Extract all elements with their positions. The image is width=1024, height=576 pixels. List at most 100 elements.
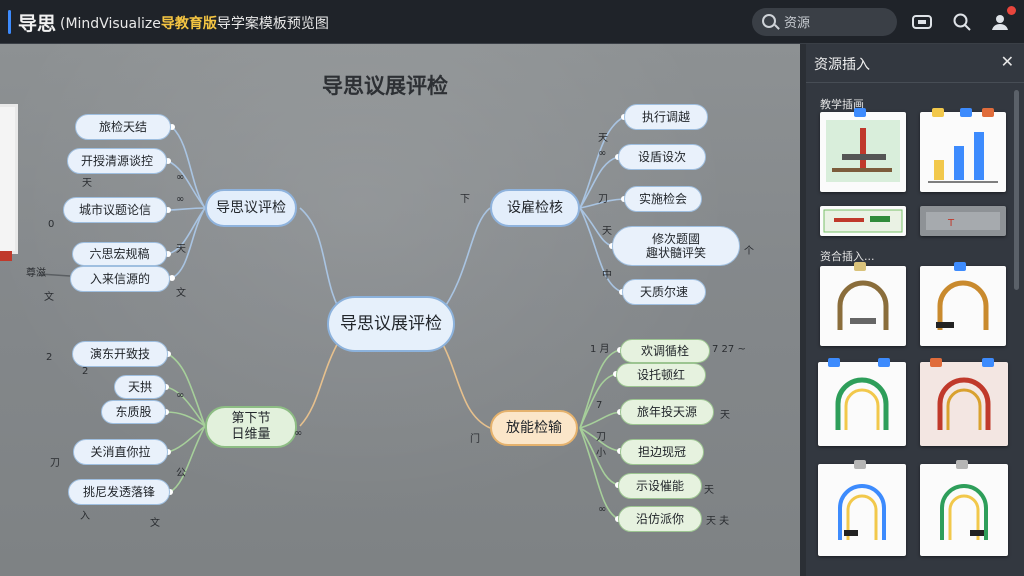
leaf-node[interactable]: 关消直你拉: [73, 439, 168, 465]
annotation: ∞: [176, 390, 185, 401]
arch-illustration-icon: [937, 377, 991, 430]
link-b0-l2: [167, 207, 206, 211]
link-b3-l3: [579, 427, 621, 452]
link-b2-l2: [165, 411, 206, 427]
link-b2-l1: [165, 386, 206, 427]
branch-node-1[interactable]: 设雇检核: [490, 189, 580, 227]
easel-decoration: [0, 104, 18, 261]
search-input[interactable]: [782, 12, 891, 34]
leaf-node[interactable]: 执行调越: [624, 104, 708, 130]
section-label-illustrations: 教学插画: [820, 98, 864, 111]
notification-badge: [1007, 6, 1016, 15]
leaf-node[interactable]: 担边现冠: [620, 439, 704, 465]
leaf-node[interactable]: 天质尔速: [622, 279, 706, 305]
resource-card-2[interactable]: [820, 206, 906, 236]
leaf-node[interactable]: 入来信源的: [70, 266, 170, 292]
user-notification-icon[interactable]: [988, 6, 1016, 34]
leaf-node[interactable]: 开授清源谈控: [67, 148, 167, 174]
resource-card-4[interactable]: [820, 262, 906, 346]
link-b3-l0: [579, 349, 621, 429]
annotation: 刀: [596, 432, 606, 443]
center-node[interactable]: 导思议展评检: [327, 296, 455, 352]
resource-card-6[interactable]: [818, 358, 906, 446]
arch-illustration-icon: [936, 280, 989, 330]
resource-card-9[interactable]: [920, 460, 1008, 556]
link-b1-l0: [579, 116, 625, 209]
leaf-node[interactable]: 欢调循栓: [620, 339, 710, 363]
doc-title-prefix: (MindVisualize: [60, 16, 161, 32]
link-b0-l1: [167, 160, 206, 209]
tool-illustration-icon: T: [926, 212, 1000, 230]
leaf-node[interactable]: 六思宏规稿: [72, 242, 167, 266]
annotation: 天: [598, 133, 608, 144]
link-b0-l4: [171, 207, 206, 279]
leaf-node[interactable]: 旅检天结: [75, 114, 171, 140]
leaf-node[interactable]: 实施检会: [624, 186, 702, 212]
close-icon[interactable]: ✕: [1000, 52, 1014, 71]
resource-card-3[interactable]: T: [920, 206, 1006, 236]
annotation: 中: [602, 270, 612, 281]
leaf-node[interactable]: 挑尼发透落锋: [68, 479, 170, 505]
leaf-node[interactable]: 演东开致技: [72, 341, 168, 367]
app-title: 导思: [18, 13, 57, 35]
annotation: 2: [82, 366, 89, 377]
annotation: 7 27 ~: [712, 344, 746, 355]
present-icon[interactable]: [910, 10, 934, 34]
branch-node-0[interactable]: 导思议评检: [205, 189, 297, 227]
link-b1-l1: [579, 156, 619, 209]
link-center-b2: [299, 338, 341, 427]
resource-card-8[interactable]: [818, 460, 906, 556]
leaf-node[interactable]: 修次题國 趣状髓评笑: [612, 226, 740, 266]
section-label-compound: 资合插入...: [820, 250, 875, 263]
leaf-node[interactable]: 设托顿红: [616, 363, 706, 387]
leaf-node[interactable]: 天拱: [114, 375, 166, 399]
search-icon: [762, 14, 776, 28]
link-b0-l0: [171, 126, 206, 209]
resource-card-5[interactable]: [920, 262, 1006, 346]
leaf-node[interactable]: 设盾设次: [618, 144, 706, 170]
arch-illustration-icon: [940, 484, 988, 540]
leaf-node[interactable]: 东质股: [101, 400, 166, 424]
annotation: 小: [596, 448, 606, 459]
link-b1-l3: [579, 207, 613, 247]
panel-header: 资源插入 ✕: [806, 44, 1024, 83]
top-bar: 导思 (MindVisualize导教育版导学案模板预览图: [0, 0, 1024, 44]
mindmap-canvas[interactable]: 导思议展评检: [0, 44, 800, 576]
branch-node-2[interactable]: 第下节 日维量: [205, 406, 297, 448]
svg-text:T: T: [947, 218, 955, 229]
strip-illustration-icon: [823, 209, 903, 233]
resource-card-1[interactable]: [920, 108, 1006, 192]
arch-illustration-icon: [837, 280, 889, 330]
link-tick-left: [39, 273, 71, 277]
doc-title-suffix: 导学案模板预览图: [216, 16, 329, 32]
search-box[interactable]: [752, 8, 897, 36]
link-b3-l4: [579, 427, 619, 486]
annotation: 0: [48, 219, 55, 230]
chart-illustration-icon: [826, 120, 900, 182]
search-icon[interactable]: [950, 10, 974, 34]
annotation: ∞: [598, 504, 607, 515]
annotation: 下: [460, 194, 470, 205]
annotation: 天: [704, 485, 714, 496]
annotation: 文: [44, 292, 54, 303]
leaf-node[interactable]: 沿仿派你: [618, 506, 702, 532]
link-center-b1: [439, 207, 491, 315]
title-accent: [8, 10, 11, 34]
annotation: 刀: [50, 458, 60, 469]
resource-card-0[interactable]: [820, 108, 906, 192]
resource-card-7[interactable]: [920, 358, 1008, 446]
branch-node-3[interactable]: 放能检输: [490, 410, 578, 446]
leaf-node[interactable]: 示设催能: [618, 473, 702, 499]
panel-scrollbar[interactable]: [1014, 90, 1019, 290]
link-b3-l2: [579, 411, 621, 429]
annotation: 7: [596, 400, 603, 411]
annotation: 文: [176, 288, 186, 299]
arch-illustration-icon: [838, 484, 886, 540]
leaf-node[interactable]: 旅年投天源: [620, 399, 714, 425]
arch-illustration-icon: [835, 377, 889, 430]
annotation: 公: [176, 468, 186, 479]
leaf-node[interactable]: 城市议题论信: [63, 197, 167, 223]
annotation: 天: [720, 410, 730, 421]
annotation: ∞: [598, 148, 607, 159]
annotation: ∞: [176, 172, 185, 183]
